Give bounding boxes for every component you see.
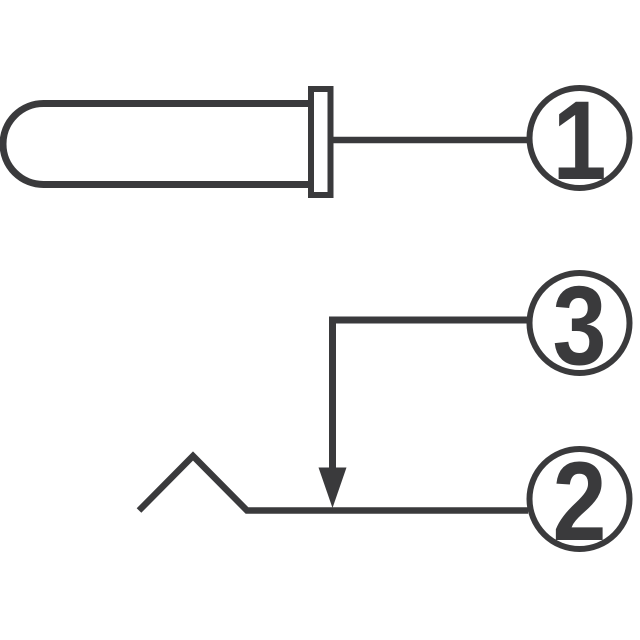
- pin2-callout-circle: [526, 446, 633, 552]
- pin3-callout-label: 3: [553, 263, 607, 388]
- pin1-callout-label: 1: [553, 78, 607, 203]
- surface-callout-assembly: 3: [318, 263, 633, 508]
- plug-flange: [308, 86, 334, 198]
- plug-barrel-outline: [0, 100, 311, 188]
- arrow-down-icon: [318, 467, 347, 508]
- contact-assembly: 2: [136, 439, 633, 564]
- pin1-callout-circle: [526, 85, 633, 191]
- pin2-callout-label: 2: [553, 439, 607, 564]
- pin3-leader-line: [329, 316, 528, 471]
- plug-assembly: 1: [0, 78, 633, 203]
- pin2-contact-line: [136, 451, 528, 514]
- pin3-callout-circle: [526, 270, 633, 376]
